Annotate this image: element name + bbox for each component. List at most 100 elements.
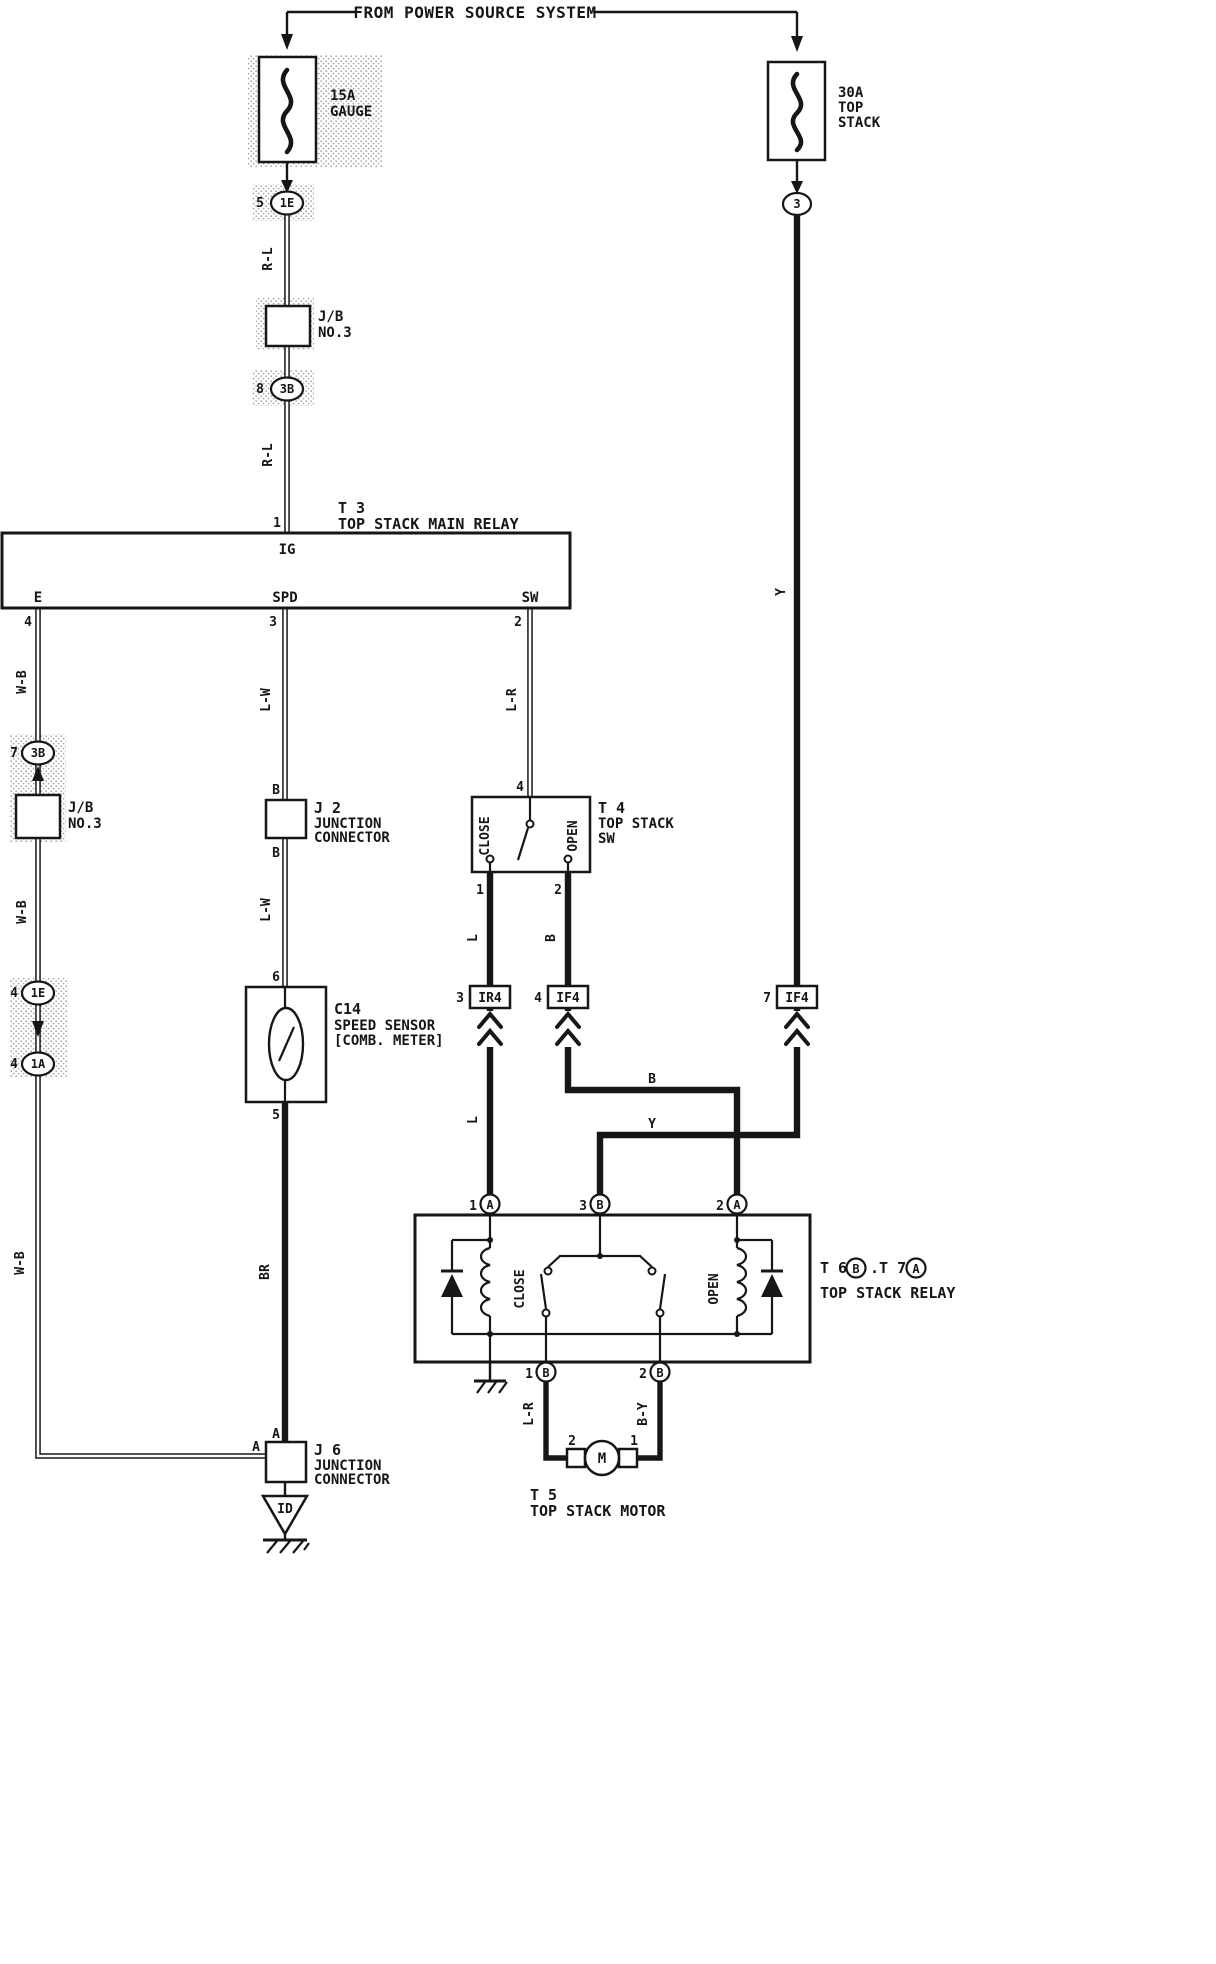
connector-code: 1A	[31, 1057, 46, 1071]
j6-name-line1: JUNCTION	[314, 1458, 381, 1474]
j6-name-line2: CONNECTOR	[314, 1472, 390, 1488]
t5-code: T 5	[530, 1486, 557, 1504]
j2-pin-bottom: B	[272, 846, 280, 861]
fuse-element-icon	[790, 71, 804, 153]
connector-code: IF4	[785, 991, 809, 1006]
connector-pin: 5	[256, 196, 264, 211]
c14-name-line1: SPEED SENSOR	[334, 1018, 436, 1034]
t3-terminal-spd: SPD	[272, 590, 297, 606]
wire-label: L-R	[505, 688, 520, 712]
motor-pin-left: 2	[568, 1434, 576, 1449]
t3-terminal-ig: IG	[279, 542, 296, 558]
sensor-reed-icon	[267, 1006, 305, 1082]
relay-top-pin3: 3	[579, 1199, 587, 1214]
relay-top-pin1-code: A	[486, 1198, 494, 1212]
fuse-name: GAUGE	[330, 104, 372, 120]
wire-b	[564, 872, 741, 1215]
arrow-down-left	[281, 34, 293, 50]
relay-bot-pin2-code: B	[656, 1366, 663, 1380]
motor-icon	[583, 1439, 621, 1477]
connector-code: 3B	[31, 746, 45, 760]
fuse-name-line1: TOP	[838, 100, 863, 116]
connector-if4-power: IF4 7	[763, 984, 819, 1010]
t4-open-label: OPEN	[566, 820, 581, 851]
wire-label: Y	[774, 588, 789, 596]
wire-label: L-R	[522, 1402, 537, 1426]
jb-label-line2: NO.3	[68, 816, 102, 832]
chevron-up-icon	[784, 1010, 810, 1046]
junction-block-no3-left: 3B 7 J/B NO.3 1E 4 1A 4	[10, 740, 102, 1077]
connector-pin: 7	[763, 991, 771, 1006]
arrow-down	[32, 1021, 44, 1037]
wire-label: L-W	[259, 688, 274, 712]
j2-pin-top: B	[272, 783, 280, 798]
t4-name-line1: TOP STACK	[598, 816, 674, 832]
fuse-rating: 15A	[330, 88, 356, 104]
t3-pin-in: 1	[273, 516, 281, 531]
relay-bot-pin1-code: B	[542, 1366, 549, 1380]
t3-name: TOP STACK MAIN RELAY	[338, 515, 519, 533]
connector-pin: 7	[10, 746, 18, 761]
t3-code: T 3	[338, 499, 365, 517]
close-coil-icon	[479, 1246, 491, 1318]
wire-label: Y	[648, 1117, 656, 1132]
wire-label: L-W	[259, 898, 274, 922]
connector-pin: 4	[10, 1057, 18, 1072]
ground-point-id: ID	[260, 1482, 310, 1554]
t4-pin-close: 1	[476, 883, 484, 898]
t3-terminal-e: E	[34, 590, 42, 606]
c14-name-line2: [COMB. METER]	[334, 1033, 444, 1049]
fuse-30a-top-stack: 30A TOP STACK 3	[766, 60, 881, 217]
connector-code: 3B	[280, 382, 294, 396]
relay-label-t7: .T 7	[870, 1259, 906, 1277]
relay-label-t7-pin: A	[912, 1262, 920, 1276]
chevron-up-icon	[477, 1010, 503, 1046]
fuse-element-icon	[280, 67, 294, 155]
j6-pin-left: A	[252, 1440, 260, 1455]
t4-pin-top: 4	[516, 780, 524, 795]
t4-close-label: CLOSE	[478, 816, 493, 855]
relay-bot-pin2: 2	[639, 1367, 647, 1382]
connector-ir4: IR4 3	[456, 984, 512, 1010]
chevron-up-icon	[555, 1010, 581, 1046]
connector-code: IF4	[556, 991, 580, 1006]
wire-label: L	[466, 1116, 481, 1124]
c14-code: C14	[334, 1000, 361, 1018]
connector-pin: 4	[534, 991, 542, 1006]
jb-label-line1: J/B	[318, 309, 343, 325]
junction-block-no3-upper: J/B NO.3 3B 8	[256, 304, 352, 402]
wire-motor-lr	[543, 1362, 567, 1461]
j6-pin-top: A	[272, 1427, 280, 1442]
wire-y	[596, 216, 801, 1215]
connector-pin: 8	[256, 382, 264, 397]
fuse-name-line2: STACK	[838, 115, 881, 131]
j2-code: J 2	[314, 799, 341, 817]
connector-pin: 4	[10, 986, 18, 1001]
chevron-marks	[476, 1010, 811, 1047]
relay-open-label: OPEN	[707, 1273, 722, 1304]
open-coil-icon	[736, 1246, 748, 1318]
j2-junction-connector: B B J 2 JUNCTION CONNECTOR	[264, 783, 390, 861]
t3-terminal-sw: SW	[522, 590, 539, 606]
jb-label-line1: J/B	[68, 800, 93, 816]
wire-label: B	[544, 934, 559, 942]
arrow-up	[32, 766, 44, 781]
j6-code: J 6	[314, 1441, 341, 1459]
t4-name-line2: SW	[598, 831, 615, 847]
arrow-down-right	[791, 36, 803, 52]
relay-top-pin1: 1	[469, 1199, 477, 1214]
t3-pin-spd: 3	[269, 615, 277, 630]
j2-name-line2: CONNECTOR	[314, 830, 390, 846]
power-source-title: FROM POWER SOURCE SYSTEM	[353, 3, 596, 22]
wire-motor-by	[637, 1362, 663, 1461]
wire-label: R-L	[261, 443, 276, 467]
wire-e-wb	[32, 608, 266, 1459]
t4-pin-open: 2	[554, 883, 562, 898]
c14-pin-top: 6	[272, 970, 280, 985]
relay-label-t6-pin: B	[852, 1262, 859, 1276]
j6-junction-connector: A A J 6 JUNCTION CONNECTOR	[252, 1427, 390, 1488]
arrow-down	[791, 181, 803, 194]
relay-close-label: CLOSE	[513, 1269, 528, 1308]
